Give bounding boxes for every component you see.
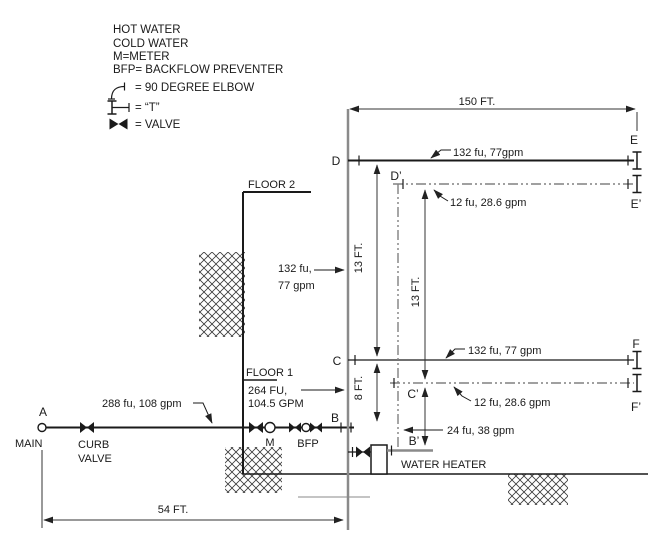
terminal-f bbox=[632, 350, 642, 370]
water-heater-tank bbox=[370, 444, 388, 475]
fixture-terminals bbox=[632, 151, 642, 393]
main-label: MAIN bbox=[15, 438, 43, 450]
flow-annotations: 288 fu, 108 gpm 264 FU, 104.5 GPM 132 fu… bbox=[102, 147, 550, 437]
earth-hatch-floor-right bbox=[508, 474, 568, 505]
terminal-e-prime bbox=[632, 174, 642, 194]
earth-hatch-wall-footing bbox=[225, 447, 282, 493]
curb-valve-label-line1: CURB bbox=[78, 439, 109, 451]
earth-hatching bbox=[199, 252, 568, 505]
main-connection-circle bbox=[37, 422, 47, 433]
flow-hot-riser: 24 fu, 38 gpm bbox=[447, 425, 514, 437]
legend-valve: = VALVE bbox=[135, 119, 181, 131]
legend-bfp: BFP= BACKFLOW PREVENTER bbox=[113, 64, 283, 76]
meter-symbol bbox=[264, 421, 276, 434]
meter-label: M bbox=[265, 437, 274, 449]
terminal-e bbox=[632, 151, 642, 170]
node-b-prime: B’ bbox=[409, 434, 420, 448]
flow-branch-dp-ep: 12 fu, 28.6 gpm bbox=[450, 197, 526, 209]
node-c-prime: C’ bbox=[407, 387, 418, 401]
90-degree-elbow-icon bbox=[108, 82, 126, 100]
water-heater-label: WATER HEATER bbox=[401, 459, 486, 471]
flow-branch-c-f: 132 fu, 77 gpm bbox=[468, 345, 541, 357]
legend-cold-water: COLD WATER bbox=[113, 38, 188, 50]
bfp-label: BFP bbox=[297, 438, 318, 450]
node-f: F bbox=[632, 337, 639, 351]
legend-tee: = “T” bbox=[135, 102, 160, 114]
hot-water-piping bbox=[387, 179, 634, 456]
dimension-13ft-hot-label: 13 FT. bbox=[410, 277, 422, 308]
terminal-f-prime bbox=[632, 373, 642, 393]
valve-icon bbox=[109, 118, 128, 130]
curb-valve-symbol bbox=[80, 422, 94, 433]
leader-branch-d-e bbox=[430, 149, 451, 159]
node-d-prime: D’ bbox=[390, 169, 401, 183]
valve-before-meter-symbol bbox=[249, 422, 263, 433]
leader-branch-c-f bbox=[445, 348, 465, 359]
legend-meter: M=METER bbox=[113, 51, 170, 63]
backflow-preventer-symbol bbox=[289, 422, 322, 433]
flow-riser-b-c-line1: 264 FU, bbox=[248, 385, 287, 397]
node-e-prime: E’ bbox=[631, 197, 642, 211]
node-e: E bbox=[630, 133, 638, 147]
node-f-prime: F’ bbox=[631, 400, 641, 414]
curb-valve-label-line2: VALVE bbox=[78, 453, 112, 465]
legend-elbow: = 90 DEGREE ELBOW bbox=[135, 82, 254, 94]
leader-branch-dp-ep bbox=[433, 189, 449, 202]
floor-2-label: FLOOR 2 bbox=[248, 179, 295, 191]
tee-icon bbox=[107, 100, 130, 115]
dimensions: 150 FT. 54 FT. 13 FT. 8 FT. 13 FT. bbox=[41, 96, 638, 528]
legend: HOT WATER COLD WATER M=METER BFP= BACKFL… bbox=[107, 24, 283, 131]
flow-riser-b-c-line2: 104.5 GPM bbox=[248, 398, 304, 410]
cold-water-piping bbox=[37, 109, 634, 530]
node-b: B bbox=[331, 411, 339, 425]
flow-riser-c-d-line1: 132 fu, bbox=[278, 263, 312, 275]
dimension-13ft-cold-label: 13 FT. bbox=[353, 243, 365, 274]
floor-1-label: FLOOR 1 bbox=[246, 367, 293, 379]
dimension-150ft-label: 150 FT. bbox=[459, 96, 496, 108]
dimension-54ft-label: 54 FT. bbox=[158, 504, 189, 516]
leader-service-main bbox=[193, 402, 213, 424]
flow-service-main: 288 fu, 108 gpm bbox=[102, 398, 182, 410]
earth-hatch-left-of-wall bbox=[199, 252, 245, 337]
leader-branch-cp-fp bbox=[453, 386, 472, 402]
node-labels: A B B’ C C’ D D’ E E’ F F’ MAIN CURB VAL… bbox=[15, 133, 641, 471]
legend-hot-water: HOT WATER bbox=[113, 24, 181, 36]
water-heater-valve-symbol bbox=[356, 446, 370, 458]
flow-riser-c-d-line2: 77 gpm bbox=[278, 280, 315, 292]
node-a: A bbox=[39, 405, 47, 419]
flow-branch-cp-fp: 12 fu, 28.6 gpm bbox=[474, 397, 550, 409]
node-d: D bbox=[332, 154, 341, 168]
dimension-8ft-label: 8 FT. bbox=[353, 376, 365, 400]
node-c: C bbox=[333, 354, 342, 368]
flow-branch-d-e: 132 fu, 77gpm bbox=[453, 147, 523, 159]
